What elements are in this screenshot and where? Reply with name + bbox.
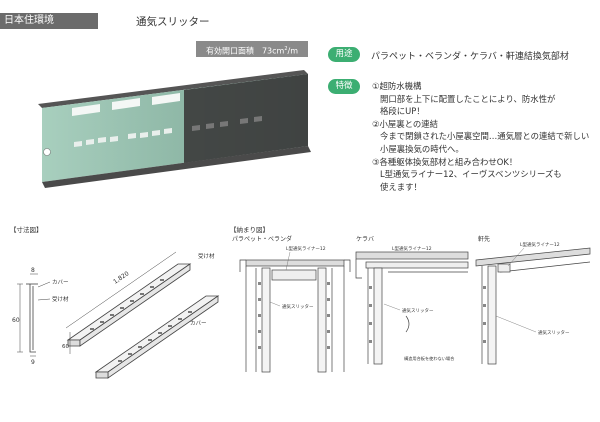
usage-text: パラペット・ベランダ・ケラバ・軒連結換気部材 (371, 52, 569, 62)
slitter-label-eaves: 通気スリッター (538, 329, 570, 336)
section-name-parapet: パラペット・ベランダ (232, 235, 292, 243)
feature-line: 今まで閉鎖された小屋裏空間…通気層との連結で新しい (380, 131, 590, 142)
slitter-label-parapet: 通気スリッター (282, 303, 314, 310)
area-badge-prefix: 有効開口面積 73cm (205, 46, 285, 56)
liner-label-parapet: L型通気ライナー12 (286, 245, 326, 252)
detail-eaves: 軒先 L型通気ライナー12 通気スリッター (475, 235, 591, 365)
dim-60b: 60 (62, 344, 69, 350)
detail-drawing-title: 【納まり図】 (230, 225, 269, 234)
area-badge-sup: 2 (284, 46, 288, 52)
feature-line: 格段にUP！ (380, 106, 425, 117)
area-badge-suffix: /m (287, 46, 299, 56)
usage-pill: 用途 (328, 47, 360, 62)
dim-1820: 1,820 (112, 270, 130, 286)
features-list: ①超防水機構 開口部を上下に配置したことにより、防水性が 格段にUP！ ②小屋裏… (372, 80, 600, 193)
dimension-drawing-title: 【寸法図】 (10, 225, 43, 234)
feature-line: L型通気ライナー12、イーヴスベンツシリーズも (380, 169, 562, 180)
feature-line: 開口部を上下に配置したことにより、防水性が (380, 93, 556, 104)
section-name-eaves: 軒先 (478, 235, 490, 243)
features-pill: 特徴 (328, 79, 360, 94)
dim-9: 9 (31, 359, 35, 366)
feature-line: 小屋裏換気の時代へ。 (380, 143, 464, 154)
feature-line: ①超防水機構 (372, 81, 422, 91)
brand-label: 日本住環境 (0, 13, 98, 29)
slitter-product-image (38, 70, 311, 188)
section-name-verge: ケラバ (356, 236, 374, 243)
label-receiver: 受け材 (52, 295, 69, 303)
product-title: 通気スリッター (136, 16, 210, 28)
feature-line: ②小屋裏との連結 (372, 118, 439, 129)
feature-line: 使えます！ (380, 181, 422, 192)
note-verge: 構造用合板を使わない場合 (404, 355, 455, 362)
detail-parapet: パラペット・ベランダ L型通気ライナー12 通気スリッター (232, 235, 351, 373)
dim-8: 8 (31, 267, 35, 274)
dimension-drawing (17, 251, 220, 379)
diagrams: 【寸法図】 8 60 9 カバー 受け材 60 1,820 受け材 カバー 【納… (10, 225, 591, 379)
area-badge: 有効開口面積 73cm2/m (196, 41, 308, 57)
feature-line: ③各種躯体換気部材と組み合わせOK！ (372, 156, 518, 167)
label-cover-2: カバー (190, 320, 207, 327)
liner-label-eaves: L型通気ライナー12 (520, 241, 560, 248)
dim-60: 60 (12, 317, 20, 324)
liner-label-verge: L型通気ライナー12 (392, 245, 432, 252)
detail-verge: ケラバ L型通気ライナー12 通気スリッター 構造用合板を使わない場合 (355, 236, 469, 365)
label-cover: カバー (52, 279, 69, 286)
label-receiver-2: 受け材 (198, 252, 215, 260)
slitter-label-verge: 通気スリッター (402, 307, 434, 314)
